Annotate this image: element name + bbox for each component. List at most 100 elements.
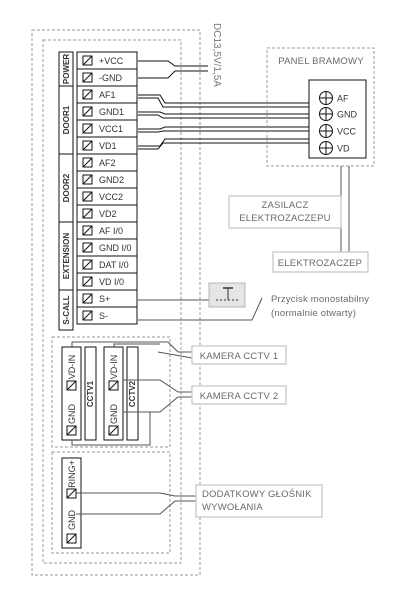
terminal-row: S+ bbox=[76, 289, 138, 308]
terminal-row: VCC2 bbox=[76, 187, 138, 206]
lock-supply-line1: ZASILACZ bbox=[262, 200, 309, 211]
power-supply: DC13,5V/1,5A bbox=[138, 23, 222, 87]
terminal-row: VD2 bbox=[76, 204, 138, 223]
speaker-gnd-label: GND bbox=[67, 510, 77, 531]
terminal-label: AF2 bbox=[99, 158, 116, 168]
terminal-row: S- bbox=[76, 306, 138, 325]
terminal-label: S+ bbox=[99, 294, 110, 304]
terminal-screw-slot bbox=[82, 55, 93, 66]
push-button-line2: (normalnie otwarty) bbox=[271, 308, 356, 319]
door-lock-label: ELEKTROZACZEP bbox=[278, 258, 362, 269]
cctv2-module-label: CCTV2 bbox=[128, 380, 137, 407]
gate-panel-box bbox=[308, 79, 367, 159]
terminal-row: GND1 bbox=[76, 102, 138, 121]
lock-supply-line2: ELEKTROZACZEPU bbox=[239, 213, 330, 224]
gate-panel-title: PANEL BRAMOWY bbox=[278, 56, 364, 67]
door2-group-label: DOOR2 bbox=[62, 173, 71, 202]
terminal-label: VD2 bbox=[99, 209, 117, 219]
scall-group-box bbox=[58, 289, 74, 331]
terminal-cell bbox=[76, 306, 138, 325]
cctv2-gnd-label: GND bbox=[109, 404, 119, 425]
board-outline bbox=[31, 29, 201, 576]
terminal-label: AF I/0 bbox=[99, 226, 123, 236]
extension-group-label: EXTENSION bbox=[62, 233, 71, 279]
speaker-line1: DODATKOWY GŁOŚNIK bbox=[202, 488, 312, 500]
terminal-row: -GND bbox=[76, 68, 138, 87]
speaker-wire-gnd bbox=[76, 500, 196, 515]
cctv-section-outline bbox=[51, 336, 171, 448]
terminal-screw-slot bbox=[82, 106, 93, 117]
camera1-wire-a bbox=[71, 341, 192, 353]
camera2-box bbox=[191, 385, 287, 405]
cctv1-screw-1-slot bbox=[66, 380, 77, 391]
af-wire-bottom bbox=[138, 97, 320, 108]
cctv2-module-bar bbox=[126, 346, 139, 441]
scall-group-label: S-CALL bbox=[62, 295, 71, 324]
terminal-screw-slot bbox=[82, 225, 93, 236]
power-supply-label: DC13,5V/1,5A bbox=[211, 23, 222, 87]
terminal-row: +VCC bbox=[76, 51, 138, 70]
panel-terminal-label: AF bbox=[337, 94, 349, 104]
terminal-row: DAT I/0 bbox=[76, 255, 138, 274]
scall-minus-wire bbox=[138, 297, 263, 321]
terminal-label: GND I/0 bbox=[99, 243, 132, 253]
terminal-label: VCC1 bbox=[99, 124, 123, 134]
terminal-row: GND I/0 bbox=[76, 238, 138, 257]
terminal-row: VD1 bbox=[76, 136, 138, 155]
speaker-section-outline bbox=[51, 451, 171, 554]
panel-terminal-label: VD bbox=[337, 144, 350, 154]
cctv2-screw-2-slot bbox=[108, 425, 119, 436]
speaker-box bbox=[195, 484, 323, 518]
camera1-label: KAMERA CCTV 1 bbox=[200, 351, 279, 362]
panel-terminal-label: VCC bbox=[337, 127, 357, 137]
terminal-screw-slot bbox=[82, 191, 93, 202]
cctv1-module-bar bbox=[84, 346, 97, 441]
camera2-wire-b bbox=[123, 396, 192, 413]
group-labels: POWER DOOR1 DOOR2 EXTENSION S-CALL bbox=[58, 51, 74, 331]
terminal-row: AF2 bbox=[76, 153, 138, 172]
speaker-section: RING+ GND DODATKOWY GŁOŚNIK WYWOŁANIA bbox=[51, 451, 323, 554]
vd-wire-bottom bbox=[138, 142, 320, 150]
terminal-row: GND2 bbox=[76, 170, 138, 189]
gnd-wire-bottom bbox=[138, 114, 320, 119]
terminal-screw-slot bbox=[82, 310, 93, 321]
cctv1-vd-in-label: VD-IN bbox=[67, 355, 77, 380]
terminal-screw-slot bbox=[82, 208, 93, 219]
ring-label: RING+ bbox=[67, 460, 77, 488]
terminal-label: -GND bbox=[99, 73, 122, 83]
terminal-label: GND1 bbox=[99, 107, 124, 117]
door-lock-circuit: ZASILACZ ELEKTROZACZEPU ELEKTROZACZEP bbox=[228, 166, 369, 273]
door1-wiring bbox=[138, 94, 320, 150]
terminal-label: AF1 bbox=[99, 90, 116, 100]
camera2-wire-top-stub bbox=[113, 343, 160, 347]
terminal-label: VCC2 bbox=[99, 192, 123, 202]
terminal-row: VD I/0 bbox=[76, 272, 138, 291]
board-inner-outline bbox=[42, 39, 182, 564]
power-group-label: POWER bbox=[62, 54, 71, 84]
cctv2-screw-1-slot bbox=[108, 380, 119, 391]
camera2-wire-a bbox=[123, 379, 192, 393]
speaker-line2: WYWOŁANIA bbox=[202, 502, 263, 513]
speaker-terminal-block bbox=[61, 457, 82, 549]
gnd-wire bbox=[138, 70, 208, 79]
speaker-gnd-screw-slot bbox=[66, 533, 77, 544]
terminal-screw-slot bbox=[82, 157, 93, 168]
panel-terminal-label: GND bbox=[337, 110, 358, 120]
af-wire-top bbox=[138, 94, 320, 104]
gate-panel-outline bbox=[266, 47, 375, 167]
push-button-line1: Przycisk monostabilny bbox=[271, 294, 369, 305]
vcc-wire-top bbox=[138, 126, 320, 130]
push-button-box bbox=[208, 282, 246, 308]
terminal-label: VD I/0 bbox=[99, 277, 124, 287]
terminal-row: AF1 bbox=[76, 85, 138, 104]
cctv1-module-label: CCTV1 bbox=[86, 380, 95, 407]
vcc-wire-bottom bbox=[138, 130, 320, 133]
camera1-wire-b bbox=[157, 351, 193, 359]
cctv2-vd-in-label: VD-IN bbox=[109, 355, 119, 380]
terminal-screw-slot bbox=[82, 174, 93, 185]
gate-panel: PANEL BRAMOWY AF GND VCC VD bbox=[266, 47, 375, 167]
terminal-screw-slot bbox=[82, 123, 93, 134]
vd-wire-top bbox=[138, 138, 320, 147]
cctv1-screw-2-slot bbox=[66, 425, 77, 436]
